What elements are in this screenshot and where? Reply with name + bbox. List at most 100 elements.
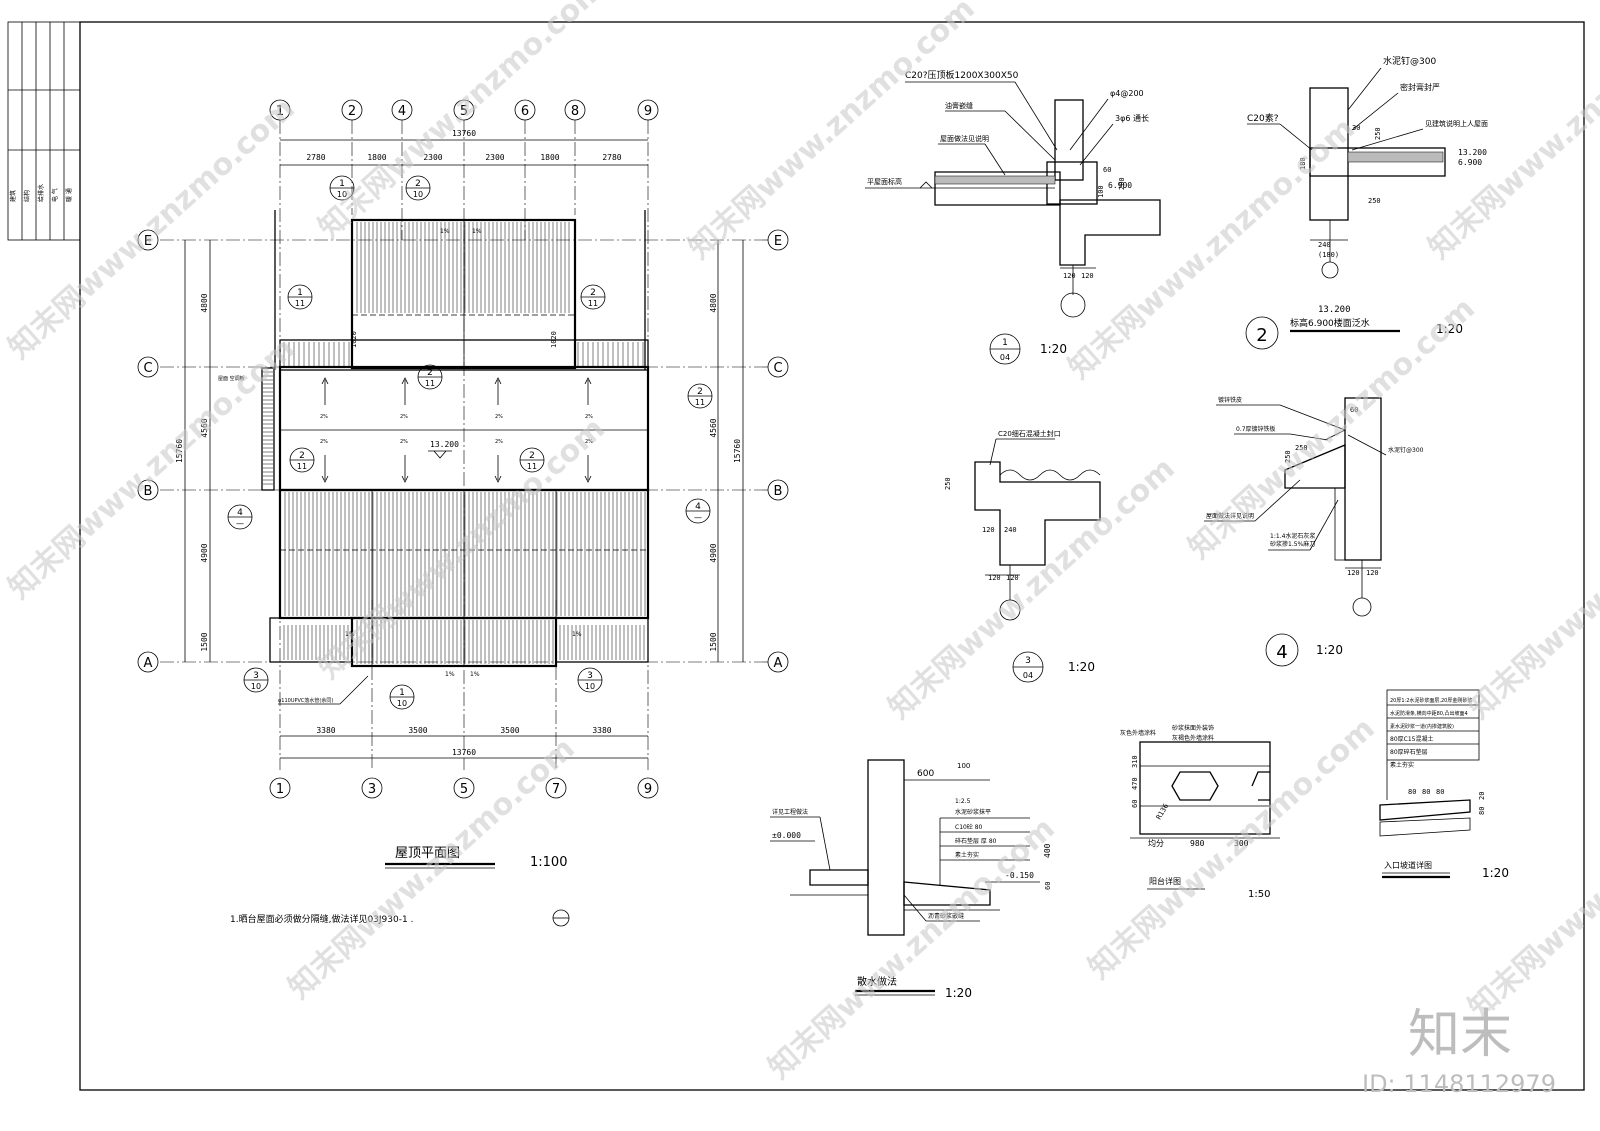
drain-joint-label: 沥青砂浆嵌缝 [928,912,964,920]
axis-label: A [144,656,153,671]
callout-top: 3 [587,671,593,681]
d3-dim: 250 [944,477,952,490]
dim-text: 2780 [602,153,621,162]
balcony-dim: 均分 [1148,838,1164,848]
d1-dim: 100 [1097,185,1105,198]
axis-label: C [773,361,782,376]
dim-text: 1800 [540,153,559,162]
watermark-text: 知末网www.znzmo.com [312,0,612,246]
d1-sheet: 04 [1000,353,1010,362]
axis-bubble [564,99,586,121]
watermark-text: 知末网www.znzmo.com [762,811,1062,1086]
d4-dim: 60 [1350,406,1358,414]
d2-dim: 250 [1374,127,1382,140]
sheet-border [79,21,1585,1091]
dim-text: 15760 [175,439,184,463]
drain-title: 散水做法 [857,975,897,988]
slope-label: 1% [572,631,582,638]
slope-label: 2% [585,414,593,420]
d2-caption-elev: 13.200 [1318,305,1351,315]
d3-dim: 120 [1006,574,1019,582]
title-block-cell: 建筑 [9,190,17,202]
balcony-dim: 310 [1131,755,1139,768]
dim-text: 4900 [200,543,209,562]
balcony-dim: 60 [1131,800,1139,808]
d1-dim: 120 [1063,272,1076,280]
ramp-dim: 80 [1436,788,1444,796]
detail-1: C20?压顶板1200X300X50 油膏嵌缝 φ4@200 3φ6 通长 屋面… [865,69,1161,365]
dim-text: 2300 [423,153,442,162]
balcony-label: 灰褐色外墙涂料 [1172,734,1214,742]
axis-bubble [767,479,789,501]
d3-sheet: 04 [1023,671,1033,680]
axis-label: 8 [571,104,579,119]
d1-scale: 1:20 [1040,342,1067,356]
axis-label: C [143,361,152,376]
d4-dim: 250 [1295,444,1308,452]
d1-num: 1 [1002,338,1008,348]
d2-label: 水泥钉@300 [1383,55,1436,67]
d1-label: 屋面做法见说明 [940,134,989,143]
brand-logo: 知末 [1408,1005,1512,1065]
dim-text: 3500 [500,726,519,735]
d2-elev: 6.900 [1458,158,1482,167]
ramp-layer: 素土夯实 [1390,761,1414,769]
axis-label: E [774,234,782,249]
balcony-dim: 980 [1190,839,1205,848]
dim-text: 13760 [452,129,476,138]
d2-caption: 标高6.900楼面泛水 [1290,317,1370,329]
balcony-label: 灰色外墙涂料 [1120,729,1156,737]
bottom-dimensions: 3380 3500 3500 3380 13760 [280,726,648,759]
callout-bottom: 10 [251,682,261,691]
d1-dim: 200 [1118,177,1126,190]
callout-bottom: — [694,513,702,522]
axis-bubble [137,479,159,501]
axis-bubble [637,99,659,121]
d3-scale: 1:20 [1068,660,1095,674]
drain-layer: 水泥砂浆抹平 [955,808,991,816]
slope-label: 1% [345,631,355,638]
d4-label: 1:1.4水泥石灰浆 [1270,532,1315,540]
callout-bottom: — [236,519,244,528]
axis-label: 1 [276,104,284,119]
dim-text: 4900 [709,543,718,562]
axis-bubble [137,651,159,673]
id-label: ID: 1148112979 [1362,1070,1556,1098]
ramp-layer: 水泥防滑条,横向中距80,凸出坡面4 [1390,710,1468,717]
drain-layer: 1:2.5 [955,798,971,805]
ramp-dim: 80 [1478,807,1486,815]
slope-label: 1% [440,228,450,235]
plan-note: 1.晒台屋面必须做分隔缝,做法详见03J930-1 . [230,913,413,925]
d4-label: 屋面做法详见说明 [1206,512,1254,520]
dim-text: 1500 [200,632,209,651]
dim-text: 15760 [733,439,742,463]
callout-bottom: 11 [588,299,598,308]
top-dimensions: 13760 2780 1800 2300 2300 1800 2780 [280,129,648,166]
dim-text: 4800 [200,293,209,312]
d4-label: 0.7厚镀锌铁板 [1236,425,1276,433]
dim-text: 3500 [408,726,427,735]
ramp-dim: 20 [1478,792,1486,800]
d1-label: C20?压顶板1200X300X50 [905,69,1019,81]
axis-label: E [144,234,152,249]
callout-top: 2 [529,451,535,461]
drain-dim: 60 [1044,882,1052,890]
d1-label: 油膏嵌缝 [945,101,973,110]
d1-label: 平屋面标高 [867,177,902,186]
axis-label: 9 [644,104,652,119]
balcony-scale: 1:50 [1248,889,1270,900]
dim-text: 1500 [709,632,718,651]
d1-elev: 6.900 [1108,181,1132,190]
drain-dim: 600 [917,769,934,779]
balcony-radius: R136 [1155,802,1170,821]
watermark-text: 知末网www.znzmo.com [882,451,1182,726]
d3-dim: 120 [988,574,1001,582]
axis-label: 5 [460,104,468,119]
d4-dim: 120 [1366,569,1379,577]
d2-label: 见建筑说明上人屋面 [1425,119,1488,128]
slope-label: 1% [472,228,482,235]
detail-2: 水泥钉@300 密封膏封严 见建筑说明上人屋面 C20素? 30 250 180… [1245,55,1488,350]
axis-label: 9 [644,782,652,797]
